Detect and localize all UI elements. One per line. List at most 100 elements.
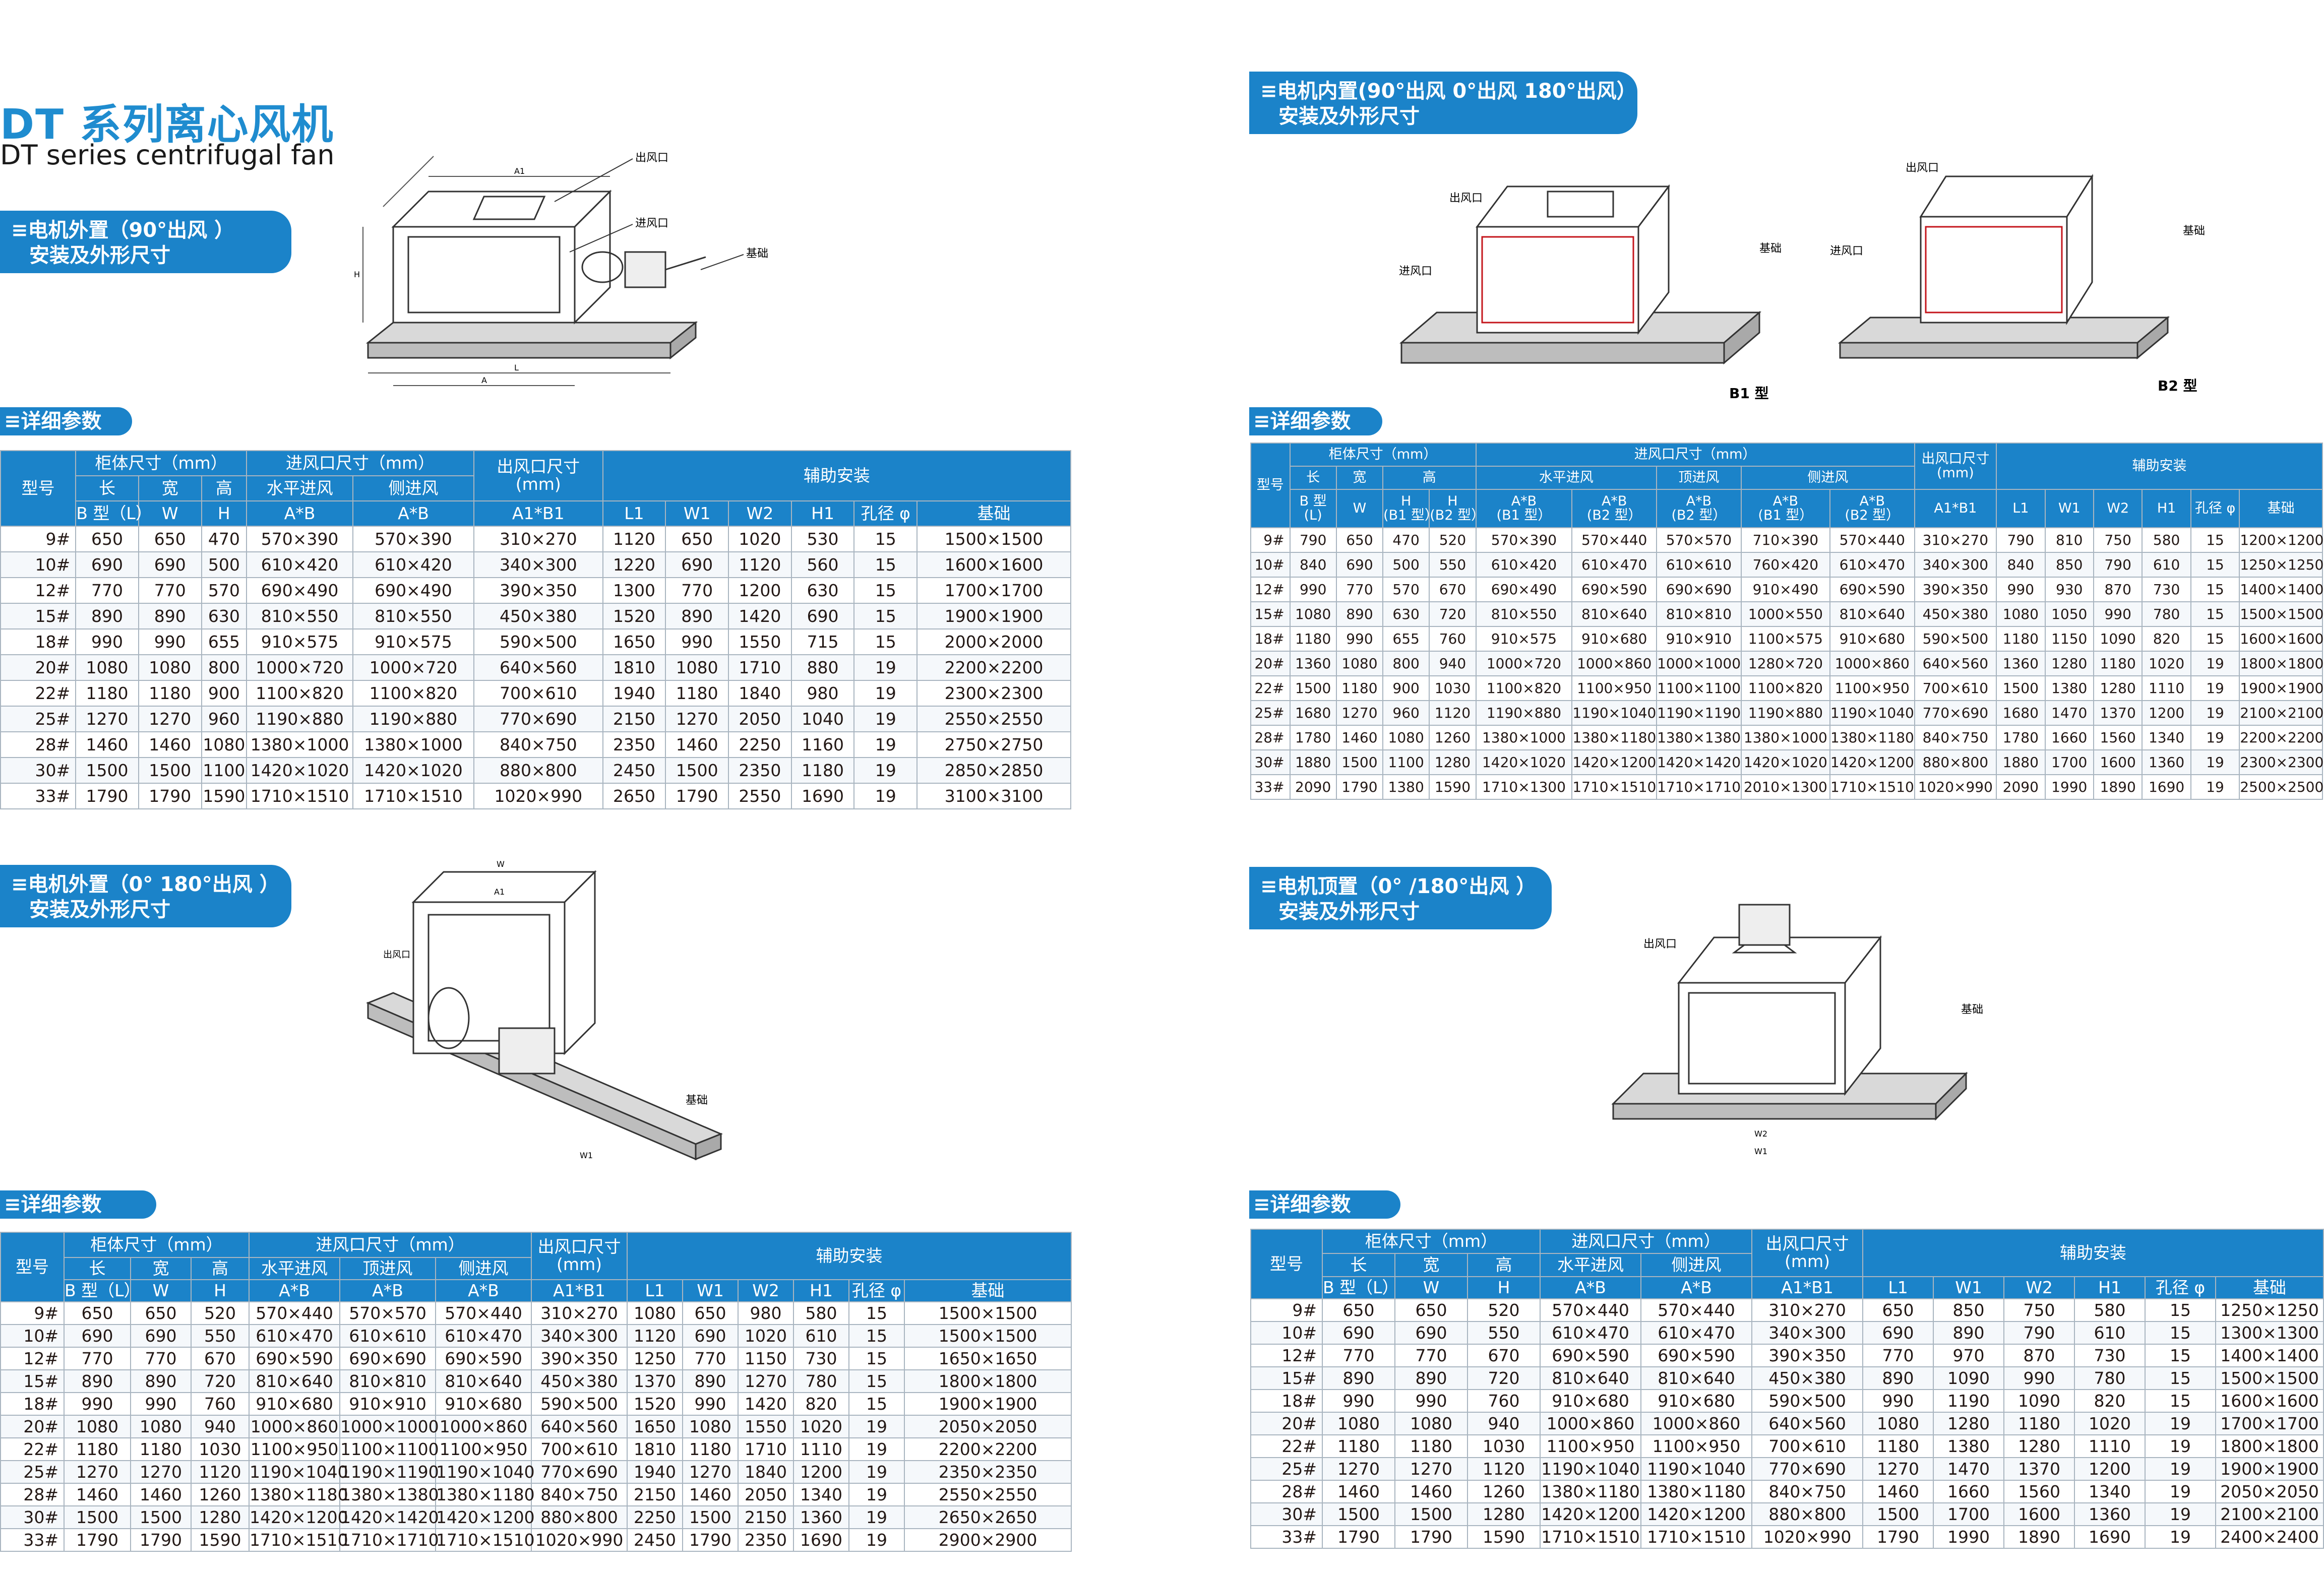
th-w2: W2 [2093, 489, 2143, 528]
table-cell: 1100×1100 [339, 1437, 439, 1461]
table-cell: 990 [1335, 626, 1384, 652]
table-cell: 640×560 [531, 1415, 628, 1438]
table-cell: 880×800 [531, 1505, 628, 1529]
table-cell: 890 [1933, 1321, 2005, 1345]
table-cell: 15 [2145, 1366, 2217, 1390]
th-inlet: 进风口尺寸（mm） [246, 450, 474, 476]
model-cell: 30# [0, 1505, 65, 1529]
table-cell: 1650 [627, 1415, 684, 1438]
th-outlet: 出风口尺寸(mm) [1751, 1229, 1864, 1277]
section-header-line2: 安装及外形尺寸 [1278, 105, 1420, 128]
table-cell: 980 [790, 680, 855, 707]
table-cell: 770 [64, 1347, 131, 1370]
table-cell: 19 [2190, 675, 2240, 701]
table-cell: 1890 [2003, 1525, 2075, 1549]
table-cell: 1790 [130, 1528, 192, 1552]
table-cell: 1780 [1289, 725, 1337, 750]
table-cell: 1180 [138, 680, 202, 707]
table-cell: 1080 [1394, 1412, 1468, 1435]
table-cell: 1100×820 [246, 680, 354, 707]
table-cell: 890 [130, 1369, 192, 1393]
table-cell: 730 [793, 1347, 850, 1370]
table-cell: 1360 [793, 1505, 850, 1529]
inlet-callout-b2: 进风口 [1830, 245, 1863, 258]
table-cell: 2200×2200 [2239, 725, 2323, 750]
table-cell: 2350 [602, 731, 666, 758]
model-cell: 18# [0, 1392, 65, 1416]
table-cell: 2100×2100 [2215, 1502, 2324, 1526]
table-cell: 1460 [665, 731, 729, 758]
table-cell: 450×380 [1914, 601, 1997, 627]
table-cell: 840×750 [473, 731, 603, 758]
model-cell: 9# [0, 1301, 65, 1325]
inlet-callout-b1: 进风口 [1399, 265, 1432, 278]
table-cell: 870 [2003, 1344, 2075, 1367]
table-cell: 1100×950 [1640, 1434, 1753, 1458]
table-cell: 570×440 [1829, 527, 1915, 553]
th-cabinet: 柜体尺寸（mm） [1321, 1229, 1541, 1254]
table-cell: 1500 [1289, 675, 1337, 701]
table-cell: 800 [201, 654, 248, 681]
table-cell: 15 [853, 577, 918, 604]
table-cell: 1100×950 [1829, 675, 1915, 701]
th-base: 基础 [916, 500, 1071, 527]
table-cell: 810×640 [1571, 601, 1658, 627]
table-cell: 2250 [627, 1505, 684, 1529]
table-cell: 900 [1382, 675, 1430, 701]
table-cell: 700×610 [1751, 1434, 1864, 1458]
th-base: 基础 [2239, 489, 2323, 528]
th-hgt: 高 [201, 475, 248, 501]
table-cell: 940 [190, 1415, 250, 1438]
table-cell: 2350 [738, 1528, 794, 1552]
outlet-callout: 出风口 [1643, 938, 1677, 951]
table-cell: 610×470 [1829, 552, 1915, 578]
table-cell: 1020×990 [1751, 1525, 1864, 1549]
table-cell: 1000×1000 [339, 1415, 439, 1438]
table-cell: 1180 [1322, 1434, 1395, 1458]
model-cell: 33# [1250, 774, 1291, 800]
table-cell: 810×550 [352, 603, 474, 629]
table-cell: 1380×1180 [1540, 1480, 1642, 1503]
table-cell: 610×610 [339, 1324, 437, 1348]
table-cell: 2010×1300 [1740, 774, 1830, 800]
table-cell: 590×500 [531, 1392, 628, 1416]
b2-type-label: B2 型 [2158, 377, 2197, 394]
table-cell: 1040 [790, 706, 855, 732]
outlet-callout: 出风口 [383, 950, 410, 960]
th-h-b1: H(B1 型） [1382, 489, 1438, 528]
table-cell: 1380×1000 [246, 731, 354, 758]
table-cell: 1110 [793, 1437, 850, 1461]
model-cell: 25# [0, 1460, 65, 1484]
table-cell: 1000×860 [1571, 651, 1658, 676]
table-cell: 910×680 [1571, 626, 1658, 652]
table-cell: 650 [75, 526, 139, 552]
table-cell: 1800×1800 [2239, 651, 2323, 676]
table-cell: 570×390 [246, 526, 354, 552]
table-cell: 2050×2050 [2215, 1480, 2324, 1503]
section-header-line2: 安装及外形尺寸 [1278, 900, 1420, 923]
table-cell: 1020×990 [531, 1528, 628, 1552]
table-cell: 810×550 [1475, 601, 1573, 627]
model-cell: 28# [1250, 725, 1291, 750]
th-h1: H1 [2142, 489, 2191, 528]
table-cell: 690 [130, 1324, 192, 1348]
table-cell: 700×610 [1914, 675, 1997, 701]
table-cell: 610×470 [249, 1324, 341, 1348]
model-cell: 20# [0, 654, 77, 681]
th-hgt: 高 [190, 1257, 250, 1280]
th-b-l: B 型（L） [64, 1279, 141, 1302]
table-cell: 1500 [138, 757, 202, 784]
th-hole: 孔径 φ [848, 1279, 905, 1302]
th-w2: W2 [738, 1279, 794, 1302]
table-cell: 390×350 [1914, 577, 1997, 602]
table-cell: 1080 [75, 654, 139, 681]
table-cell: 1180 [1996, 626, 2046, 652]
model-cell: 22# [1250, 675, 1291, 701]
